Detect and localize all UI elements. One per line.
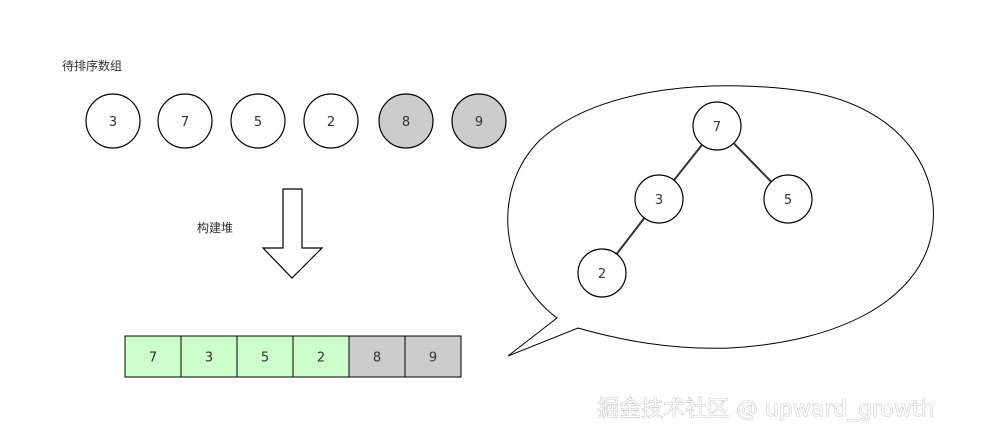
tree-edges (615, 142, 772, 255)
heap-cell-value: 8 (373, 351, 381, 366)
input-value: 3 (109, 115, 117, 130)
heap-cell-value: 7 (149, 351, 157, 366)
input-circle (85, 93, 141, 149)
array-title: 待排序数组 (62, 58, 122, 73)
input-value: 7 (181, 115, 189, 130)
tree-node-circle (692, 101, 742, 151)
tree-edge (673, 144, 703, 181)
heap-cell: 5 (236, 335, 294, 378)
tree-node: 2 (577, 248, 627, 298)
tree-node-circle (763, 174, 813, 224)
heap-cell-box (124, 335, 182, 378)
heap-cell-value: 3 (205, 351, 213, 366)
input-circle (303, 93, 359, 149)
heap-cell: 2 (292, 335, 350, 378)
input-circle (230, 93, 286, 149)
tree-node-value: 5 (784, 193, 792, 208)
heap-cell-box (292, 335, 350, 378)
heap-cell-value: 5 (261, 351, 269, 366)
input-element: 3 (85, 93, 141, 149)
heap-cell-value: 9 (429, 351, 437, 366)
input-element: 8 (378, 93, 434, 149)
down-arrow-icon (261, 188, 324, 279)
heap-cell-box (404, 335, 462, 378)
tree-node-value: 3 (655, 193, 663, 208)
heap-tree: 7 3 5 2 (577, 101, 813, 298)
heap-cell: 3 (180, 335, 238, 378)
input-element: 5 (230, 93, 286, 149)
input-element: 9 (451, 93, 507, 149)
tree-node-value: 2 (598, 267, 606, 282)
heap-cell: 8 (348, 335, 406, 378)
tree-node-value: 7 (713, 120, 721, 135)
tree-node: 3 (634, 174, 684, 224)
tree-edge (615, 217, 646, 255)
heap-cell: 9 (404, 335, 462, 378)
tree-edge (733, 142, 772, 183)
input-element: 7 (157, 93, 213, 149)
build-heap-label: 构建堆 (197, 220, 233, 235)
tree-node-circle (577, 248, 627, 298)
input-value: 9 (475, 115, 483, 130)
heap-cell: 7 (124, 335, 182, 378)
input-circle (378, 93, 434, 149)
input-array: 3 7 5 2 8 9 (85, 93, 507, 149)
tree-node: 7 (692, 101, 742, 151)
input-value: 2 (327, 115, 335, 130)
input-circle (451, 93, 507, 149)
watermark: 掘金技术社区 @ upward_growth (597, 397, 935, 422)
input-value: 5 (254, 115, 262, 130)
input-value: 8 (402, 115, 410, 130)
input-element: 2 (303, 93, 359, 149)
tree-node: 5 (763, 174, 813, 224)
heap-cell-value: 2 (317, 351, 325, 366)
heap-cell-box (348, 335, 406, 378)
heap-cell-box (236, 335, 294, 378)
input-circle (157, 93, 213, 149)
heap-array: 7 3 5 2 8 9 (124, 335, 462, 378)
tree-node-circle (634, 174, 684, 224)
